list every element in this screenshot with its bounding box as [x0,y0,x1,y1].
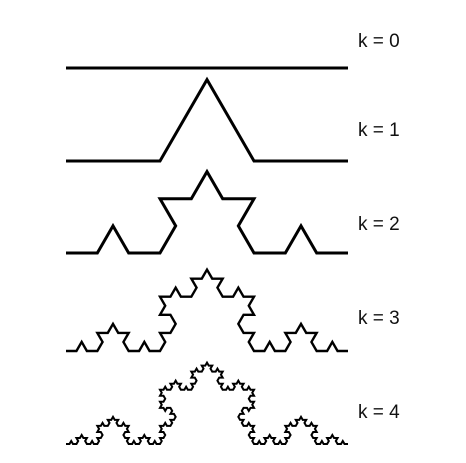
koch-row-2: k = 2 [66,168,400,255]
label-k2: k = 2 [358,214,400,235]
koch-curve-k2 [66,168,348,255]
koch-row-3: k = 3 [66,267,400,353]
koch-row-4: k = 4 [66,360,400,445]
label-k4: k = 4 [358,402,400,423]
koch-row-1: k = 1 [66,76,400,163]
koch-curve-k4 [66,360,348,445]
koch-row-0: k = 0 [66,31,400,70]
koch-curve-k3 [66,267,348,353]
label-k0: k = 0 [358,31,400,52]
koch-curve-k1 [66,76,348,163]
label-k1: k = 1 [358,120,400,141]
label-k3: k = 3 [358,308,400,329]
